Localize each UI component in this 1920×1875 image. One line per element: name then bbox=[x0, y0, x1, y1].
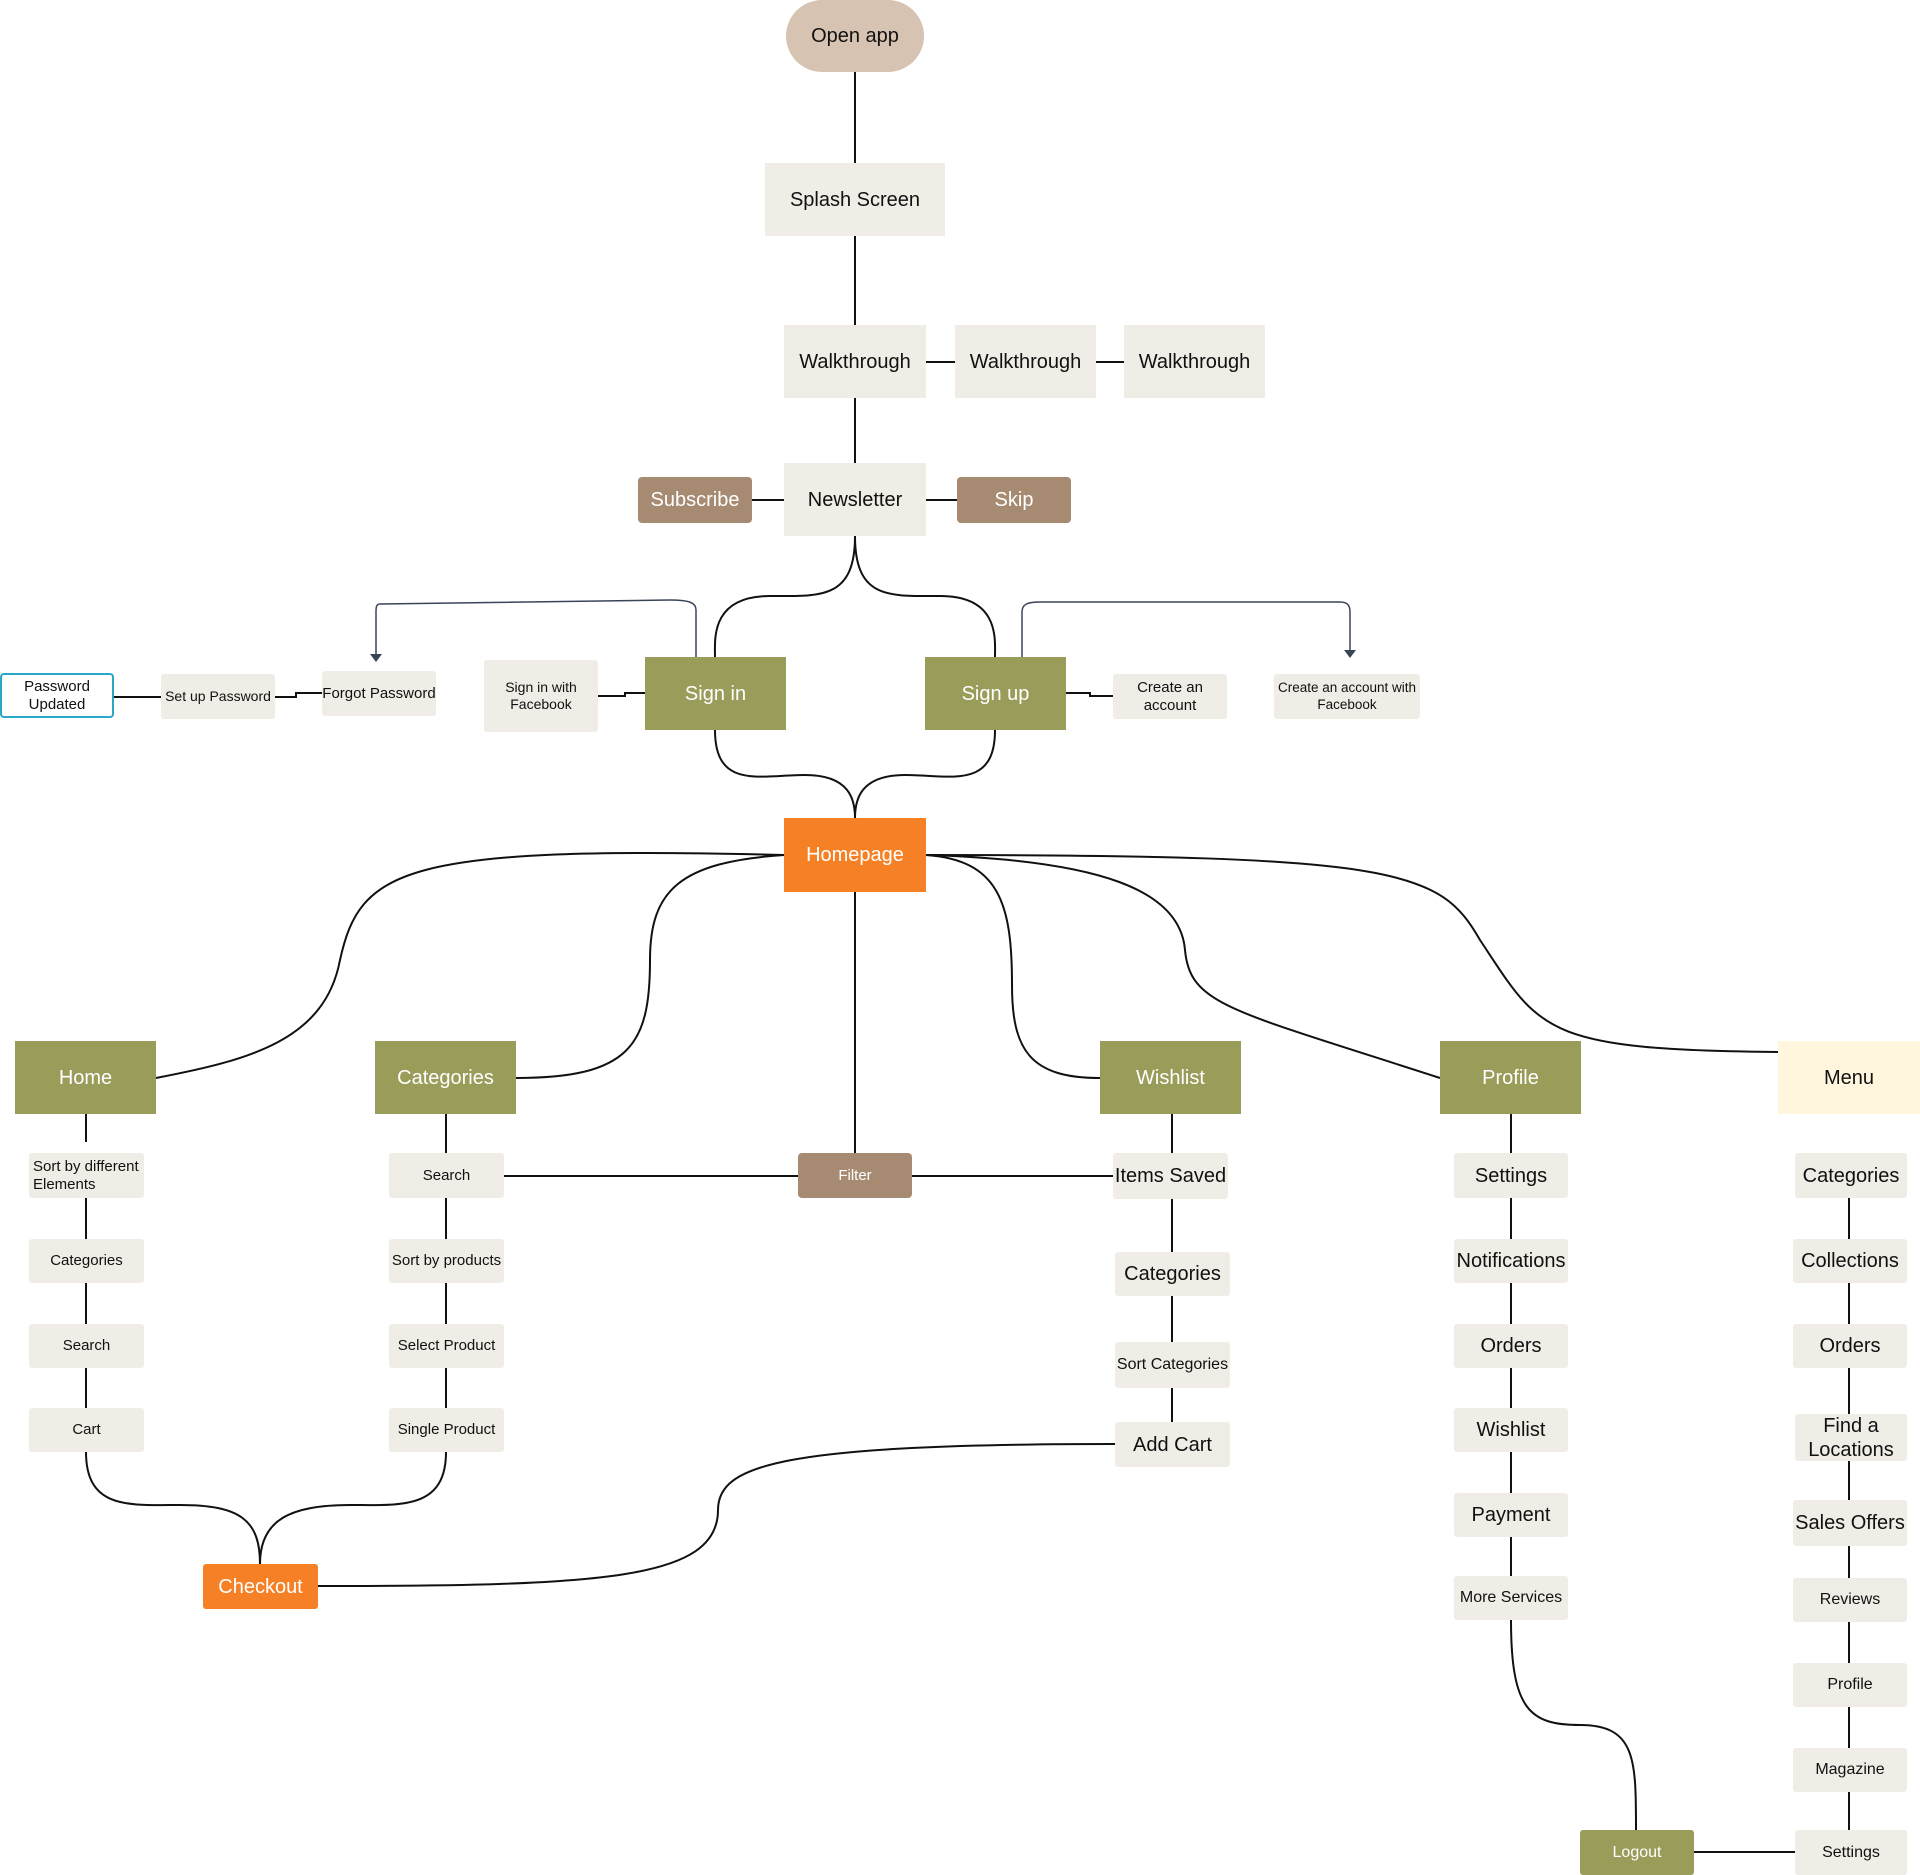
wish-items-node: Items Saved bbox=[1113, 1153, 1228, 1199]
create-account-node: Create an account bbox=[1113, 674, 1227, 719]
menu-categories-node: Categories bbox=[1795, 1153, 1907, 1198]
edge-signup-homepage bbox=[854, 729, 996, 819]
arrow-signup-facebook bbox=[1021, 601, 1351, 657]
cat-single-node: Single Product bbox=[389, 1408, 504, 1452]
edge-signup-create bbox=[1066, 692, 1113, 697]
edge-cart-checkout bbox=[85, 1451, 261, 1565]
categories-node: Categories bbox=[375, 1041, 516, 1114]
prof-settings-node: Settings bbox=[1454, 1153, 1568, 1198]
menu-magazine-node: Magazine bbox=[1793, 1748, 1907, 1792]
edge-more-logout bbox=[1510, 1619, 1637, 1831]
sign-up-node: Sign up bbox=[925, 657, 1066, 730]
subscribe-node: Subscribe bbox=[638, 477, 752, 523]
homepage-node: Homepage bbox=[784, 818, 926, 892]
menu-settings-node: Settings bbox=[1795, 1830, 1907, 1875]
wish-add-cart-node: Add Cart bbox=[1115, 1422, 1230, 1467]
edge-homepage-categories bbox=[515, 854, 785, 1079]
sign-in-facebook-node: Sign in with Facebook bbox=[484, 660, 598, 732]
walkthrough-node-3: Walkthrough bbox=[1124, 325, 1265, 398]
edge-homepage-profile bbox=[925, 854, 1441, 1079]
prof-notifications-node: Notifications bbox=[1454, 1239, 1568, 1283]
home-categories-node: Categories bbox=[29, 1239, 144, 1283]
arrowhead-forgot bbox=[370, 654, 382, 662]
edge-single-checkout bbox=[259, 1451, 447, 1565]
checkout-node: Checkout bbox=[203, 1564, 318, 1609]
menu-reviews-node: Reviews bbox=[1793, 1578, 1907, 1622]
prof-more-node: More Services bbox=[1454, 1576, 1568, 1620]
menu-orders-node: Orders bbox=[1793, 1324, 1907, 1368]
prof-payment-node: Payment bbox=[1454, 1493, 1568, 1537]
profile-node: Profile bbox=[1440, 1041, 1581, 1114]
sign-in-node: Sign in bbox=[645, 657, 786, 730]
prof-wishlist-node: Wishlist bbox=[1454, 1408, 1568, 1452]
wish-categories-node: Categories bbox=[1115, 1252, 1230, 1296]
edge-forgot-setup bbox=[275, 692, 322, 698]
password-updated-node: Password Updated bbox=[0, 673, 114, 718]
home-node: Home bbox=[15, 1041, 156, 1114]
menu-sales-node: Sales Offers bbox=[1793, 1500, 1907, 1546]
menu-collections-node: Collections bbox=[1793, 1239, 1907, 1283]
logout-node: Logout bbox=[1580, 1830, 1694, 1875]
cat-select-node: Select Product bbox=[389, 1324, 504, 1368]
edge-newsletter-signin bbox=[713, 535, 856, 658]
edge-homepage-menu bbox=[925, 854, 1779, 1053]
edge-newsletter-signup bbox=[854, 535, 997, 658]
edge-homepage-wishlist bbox=[925, 854, 1101, 1079]
walkthrough-node-1: Walkthrough bbox=[784, 325, 926, 398]
open-app-node: Open app bbox=[786, 0, 924, 72]
arrowhead-facebook bbox=[1344, 650, 1356, 658]
home-sort-node: Sort by different Elements bbox=[29, 1153, 144, 1198]
wish-sort-node: Sort Categories bbox=[1115, 1342, 1230, 1388]
menu-find-node: Find a Locations bbox=[1795, 1414, 1907, 1461]
forgot-password-node: Forgot Password bbox=[322, 671, 436, 716]
menu-profile-node: Profile bbox=[1793, 1663, 1907, 1707]
filter-node: Filter bbox=[798, 1153, 912, 1198]
create-account-facebook-node: Create an account with Facebook bbox=[1274, 674, 1420, 719]
home-search-node: Search bbox=[29, 1324, 144, 1368]
prof-orders-node: Orders bbox=[1454, 1324, 1568, 1368]
edge-signin-homepage bbox=[714, 729, 856, 819]
cat-search-node: Search bbox=[389, 1153, 504, 1198]
edge-homepage-home bbox=[155, 851, 785, 1079]
cat-sort-node: Sort by products bbox=[389, 1239, 504, 1283]
skip-node: Skip bbox=[957, 477, 1071, 523]
walkthrough-node-2: Walkthrough bbox=[955, 325, 1096, 398]
newsletter-node: Newsletter bbox=[784, 463, 926, 536]
menu-node: Menu bbox=[1778, 1041, 1920, 1114]
wishlist-node: Wishlist bbox=[1100, 1041, 1241, 1114]
edge-signin-facebook bbox=[598, 692, 645, 697]
set-up-password-node: Set up Password bbox=[161, 674, 275, 719]
splash-screen-node: Splash Screen bbox=[765, 163, 945, 236]
edge-addcart-checkout bbox=[317, 1443, 1116, 1587]
arrow-signin-forgot bbox=[375, 599, 697, 657]
home-cart-node: Cart bbox=[29, 1408, 144, 1452]
